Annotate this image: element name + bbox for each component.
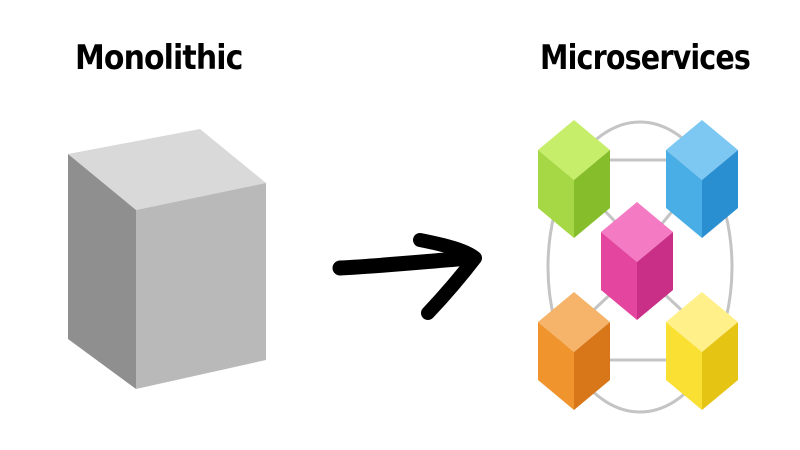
service-cube-pink <box>601 202 673 320</box>
monolithic-title: Monolithic <box>75 38 243 78</box>
arrow-shaft <box>332 250 478 276</box>
monolith-block <box>68 129 266 389</box>
ring-connector <box>546 120 734 414</box>
microservices-title: Microservices <box>540 38 751 78</box>
transition-arrow <box>332 233 482 320</box>
service-cube-green <box>538 120 610 238</box>
monolith-side-face <box>68 154 136 389</box>
service-cube-yellow <box>666 292 738 410</box>
service-cube-orange <box>538 292 610 410</box>
arrow-head <box>413 233 482 320</box>
monolith-top-face <box>68 129 266 210</box>
service-cube-blue <box>666 120 738 238</box>
monolith-front-face <box>136 183 266 389</box>
